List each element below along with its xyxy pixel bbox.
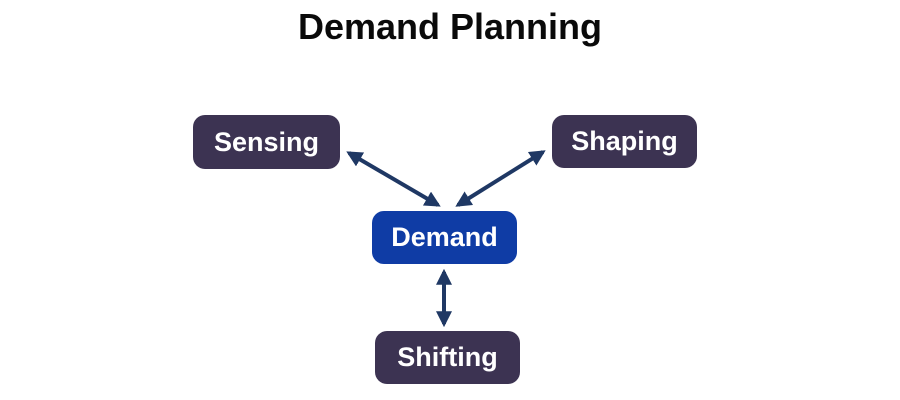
diagram-title: Demand Planning bbox=[297, 6, 603, 47]
node-sensing: Sensing bbox=[193, 115, 340, 169]
node-demand-label: Demand bbox=[391, 222, 498, 252]
node-shaping-label: Shaping bbox=[571, 126, 678, 156]
node-sensing-label: Sensing bbox=[213, 126, 320, 157]
node-shaping: Shaping bbox=[552, 115, 697, 168]
edge-sensing-demand bbox=[346, 151, 441, 207]
node-shifting-label: Shifting bbox=[397, 342, 498, 372]
node-demand: Demand bbox=[372, 211, 517, 264]
edge-shaping-demand bbox=[455, 150, 546, 207]
node-shifting: Shifting bbox=[375, 331, 520, 384]
